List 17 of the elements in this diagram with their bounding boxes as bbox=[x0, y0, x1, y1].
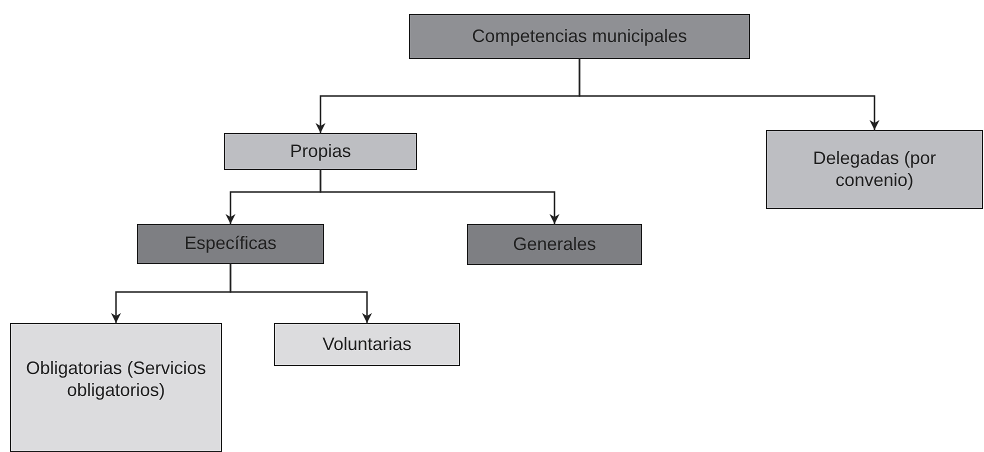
connector-arrow bbox=[578, 59, 880, 130]
category-box bbox=[224, 133, 417, 170]
category-box bbox=[10, 323, 222, 452]
category-box bbox=[137, 224, 324, 264]
node-label: Obligatorias (Servicios obligatorios) bbox=[24, 358, 208, 402]
node-label: Específicas bbox=[184, 233, 277, 255]
category-box bbox=[467, 224, 642, 265]
node-label: Delegadas (por convenio) bbox=[812, 148, 938, 192]
connector-arrow bbox=[320, 170, 560, 224]
category-box bbox=[409, 14, 750, 59]
category-box bbox=[766, 130, 983, 209]
node-label: Voluntarias bbox=[322, 334, 412, 356]
node-label: Competencias municipales bbox=[472, 26, 688, 48]
category-box bbox=[274, 323, 460, 366]
connector-arrow bbox=[230, 264, 372, 323]
node-label: Propias bbox=[290, 140, 352, 162]
node-label: Generales bbox=[512, 234, 596, 256]
